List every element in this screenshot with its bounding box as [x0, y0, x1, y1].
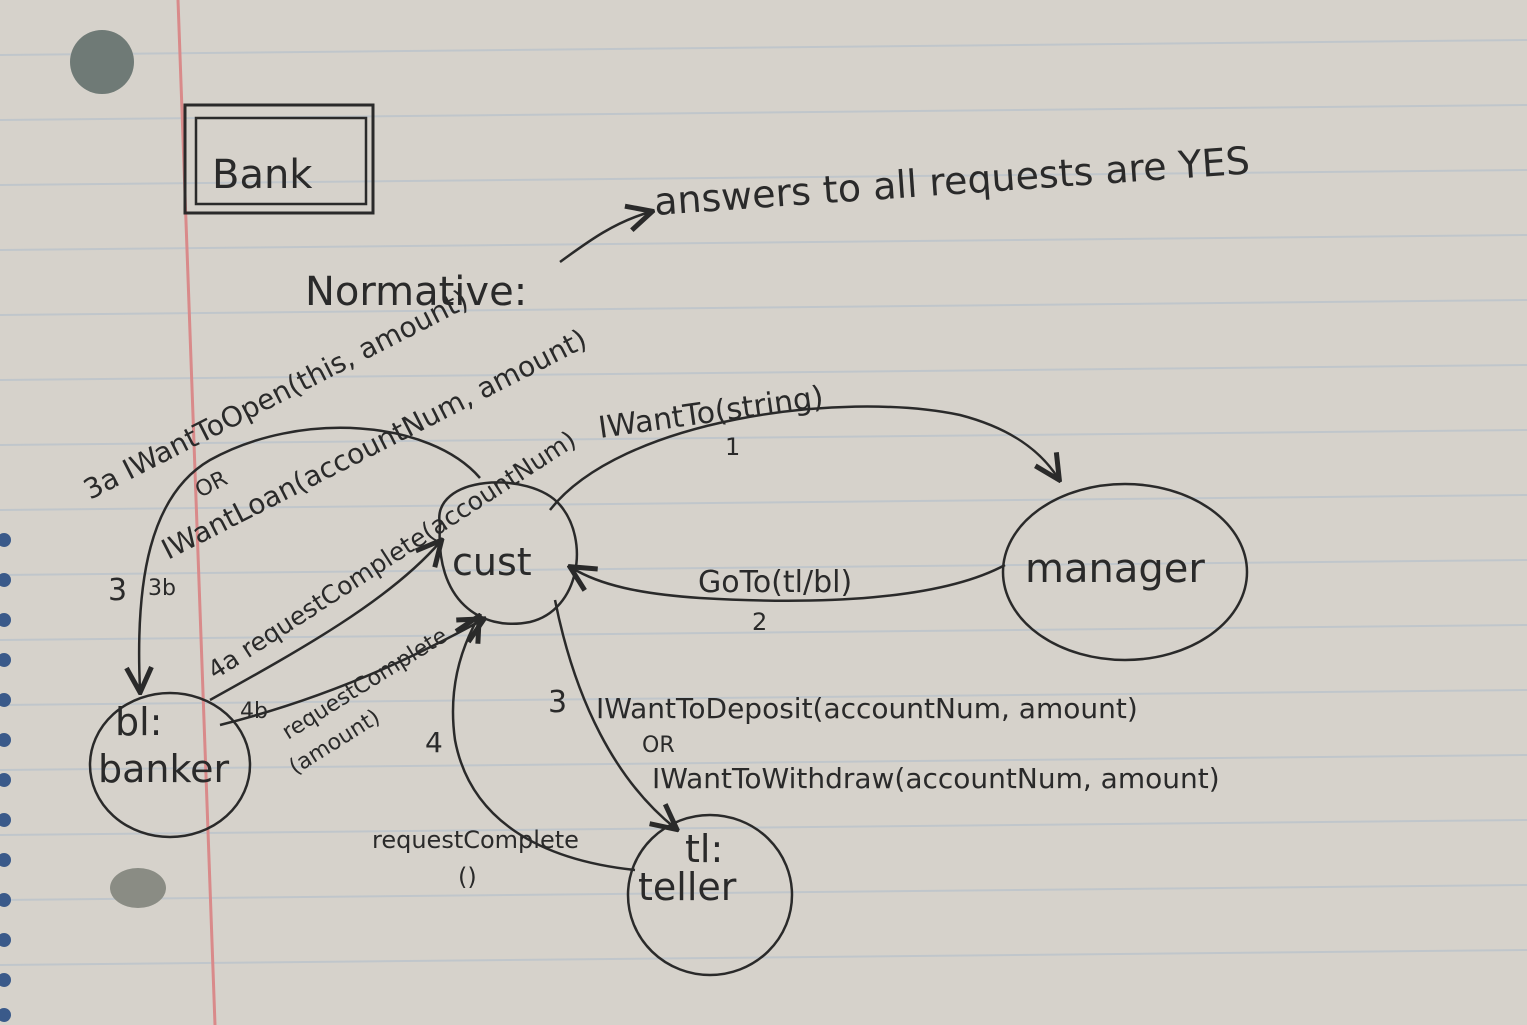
node-manager: manager — [1001, 482, 1249, 662]
edge-banker-num: 3 — [108, 573, 127, 608]
edge-banker-num-b: 3b — [148, 576, 176, 601]
edge-deposit-label: IWantToDeposit(accountNum, amount) — [596, 692, 1138, 725]
edge-banker-complete-amount-num: 4b — [240, 699, 268, 724]
node-teller-label: teller — [638, 865, 737, 909]
edge-ask-manager-num: 1 — [725, 433, 740, 461]
edge-teller-complete — [451, 618, 636, 872]
edge-banker-complete-amount — [219, 620, 482, 727]
normative-arrow — [559, 212, 650, 264]
node-teller-id: tl: — [685, 827, 723, 871]
node-banker-label: banker — [98, 747, 230, 791]
edge-ask-manager — [549, 405, 1058, 511]
edge-withdraw-label: IWantToWithdraw(accountNum, amount) — [652, 762, 1220, 795]
edge-teller-or: OR — [642, 733, 675, 758]
spiral-binding — [0, 533, 11, 1022]
node-teller: tl: teller — [626, 813, 794, 977]
edge-banker-request — [139, 426, 481, 690]
edge-goto-label: GoTo(tl/bl) — [698, 565, 852, 600]
edge-teller-complete-arg: () — [458, 863, 477, 891]
node-banker: bl: banker — [88, 691, 252, 839]
edge-banker-complete — [209, 542, 440, 702]
node-banker-id: bl: — [115, 700, 162, 744]
edge-goto-num: 2 — [752, 608, 767, 636]
title-box: Bank — [183, 103, 375, 215]
binder-hole-bottom — [110, 868, 166, 908]
edge-goto — [572, 565, 1006, 602]
node-cust-label: cust — [452, 540, 532, 584]
ruled-lines — [0, 39, 1527, 966]
edge-teller-complete-label: requestComplete — [372, 826, 579, 854]
edge-teller-request — [553, 599, 675, 828]
node-manager-label: manager — [1025, 546, 1205, 592]
edge-teller-complete-num: 4 — [425, 726, 443, 759]
normative-label: Normative: — [305, 269, 527, 315]
edge-teller-num: 3 — [548, 685, 567, 720]
binder-hole-top — [70, 30, 134, 94]
title-text: Bank — [212, 152, 313, 198]
